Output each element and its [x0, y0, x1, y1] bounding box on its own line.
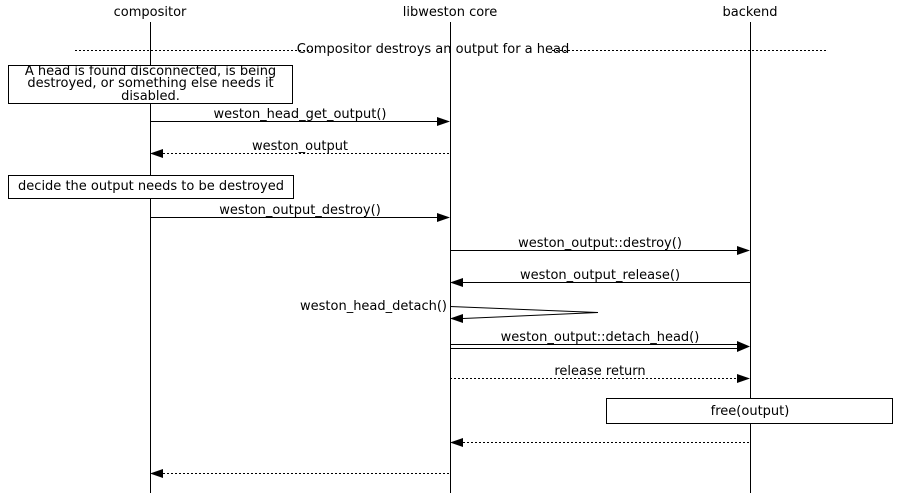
action-box-label: free(output) — [710, 403, 790, 419]
note-box-disconnect — [8, 65, 293, 104]
divider-label: Compositor destroys an output for a head — [296, 42, 570, 57]
arrow-return-core-to-compositor — [150, 469, 450, 478]
participant-libweston-core: libweston core — [402, 5, 498, 20]
message-label-weston-output: weston_output — [251, 139, 349, 154]
arrow-weston-head-get-output — [150, 117, 450, 126]
participant-backend: backend — [722, 5, 778, 20]
arrow-weston-output-return — [150, 149, 450, 158]
arrow-release-return — [450, 374, 750, 383]
arrow-weston-output-release — [450, 278, 750, 287]
message-label-weston-output-detach-head: weston_output::detach_head() — [500, 330, 700, 345]
message-label-weston-head-get-output: weston_head_get_output() — [213, 107, 387, 122]
message-label-weston-head-detach: weston_head_detach() — [300, 299, 447, 314]
note-text-decide: decide the output needs to be destroyed — [18, 178, 284, 194]
arrow-return-backend-to-core — [450, 438, 750, 447]
action-box-free-output — [606, 398, 893, 424]
message-label-release-return: release return — [554, 364, 646, 379]
message-label-weston-output-release: weston_output_release() — [519, 268, 681, 283]
note-box-decide — [8, 175, 294, 199]
arrow-weston-head-detach-self — [449, 306, 599, 323]
message-label-weston-output-destroy-vfunc: weston_output::destroy() — [518, 236, 682, 251]
participant-compositor: compositor — [113, 5, 187, 20]
arrow-weston-output-detach-head — [450, 341, 750, 352]
note-text-disconnect: A head is found disconnected, is being d… — [24, 63, 277, 104]
arrow-weston-output-destroy — [150, 213, 450, 222]
arrow-weston-output-destroy-vfunc — [450, 246, 750, 255]
message-label-weston-output-destroy: weston_output_destroy() — [219, 203, 381, 218]
